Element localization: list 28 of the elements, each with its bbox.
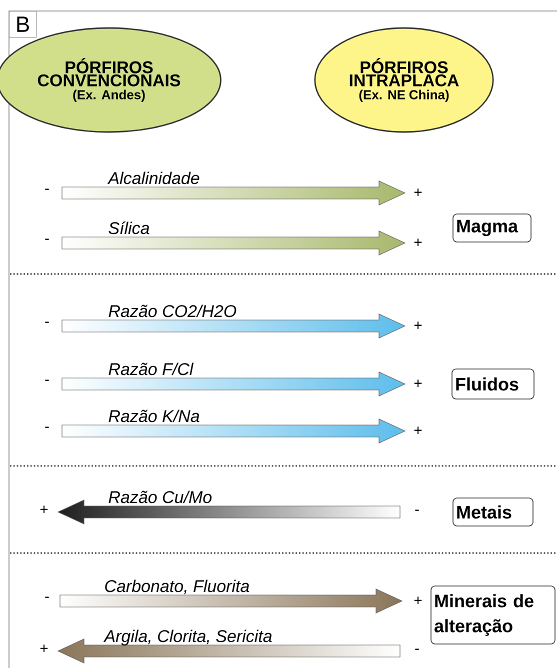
category-box: Metais [452, 498, 534, 526]
arrow-label: Razão K/Na [108, 410, 200, 422]
arrow-label: Argila, Clorita, Sericita [103, 630, 272, 646]
category-box: Minerais de alteração [430, 586, 556, 644]
sign-label: + [40, 644, 48, 652]
sign-label: + [40, 506, 48, 514]
sign-label: - [415, 648, 419, 650]
arrow-label: Razão Cu/Mo [108, 490, 212, 504]
arrow-label: Carbonato, Fluorita [105, 580, 250, 594]
sign-label: - [45, 322, 49, 323]
category-box: Magma [452, 214, 532, 242]
sign-label: + [414, 380, 422, 388]
sign-label: - [45, 380, 49, 381]
arrow-label: Razão CO2/H2O [108, 304, 236, 318]
arrow-label: Razão F/Cl [108, 362, 194, 376]
sign-label: - [45, 188, 49, 190]
sign-label: + [414, 188, 422, 196]
sign-label: - [45, 596, 49, 598]
sign-label: - [45, 238, 49, 240]
sign-label: - [415, 510, 419, 511]
sign-label: - [45, 426, 49, 428]
arrow-label: Alcalinidade [107, 172, 200, 184]
sign-label: + [414, 322, 422, 330]
arrow-label: Sílica [108, 221, 150, 234]
sign-label: + [414, 238, 422, 246]
sign-label: + [414, 426, 422, 434]
category-box: Fluidos [452, 368, 534, 400]
panel-letter: B [9, 11, 36, 38]
